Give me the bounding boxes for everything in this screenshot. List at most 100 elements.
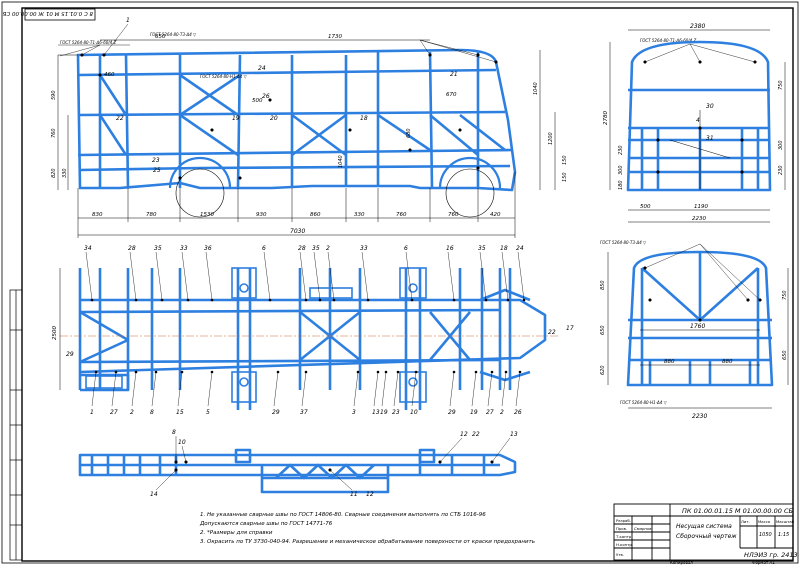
plan-leader-dot-top-6 (268, 298, 272, 302)
plan-callout-top-1: 34 (84, 245, 92, 252)
lower-callout-6: 13 (510, 431, 518, 438)
plan-leader-dot-bottom-18 (518, 370, 522, 374)
side-misc-dim-2: 670 (446, 92, 457, 98)
plan-leader-bottom-7 (273, 371, 279, 407)
doc-number: ПК 01.00.01.15 М 01.00.00.00 СБ (682, 507, 793, 515)
plan-leader-dot-bottom-8 (304, 370, 308, 374)
lower-callout-8: 12 (366, 491, 374, 498)
plan-leader-bottom-4 (151, 371, 157, 407)
front-height-dim: 2780 (603, 111, 609, 125)
side-callout-2: 22 (116, 115, 124, 122)
plan-callout-bottom-17: 2 (500, 409, 504, 416)
plan-callout-bottom-2: 27 (110, 409, 118, 416)
front-bottom-2: 1190 (694, 204, 708, 210)
plan-leader-bottom-5 (177, 371, 183, 407)
side-right-dim-5: 680 (406, 128, 412, 138)
plan-leader-dot-bottom-11 (384, 370, 388, 374)
title-line-1: Несущая система (676, 523, 732, 530)
plan-leader-dot-top-13 (484, 298, 488, 302)
lower-callout-1: 8 (172, 429, 176, 436)
plan-callout-bottom-3: 2 (130, 409, 134, 416)
plan-callout-top-6: 6 (262, 245, 266, 252)
plan-callout-top-8: 35 (312, 245, 320, 252)
title-block-text: ПК 01.00.01.15 М 01.00.00.00 СБ Несущая … (615, 507, 798, 565)
weld-note-3: ГОСТ 5264-80-Н1-Δ4 ▽ (200, 74, 248, 79)
front-leaders (643, 43, 757, 174)
plan-callout-bottom-7: 29 (272, 409, 280, 416)
plan-leader-bottom-1 (91, 371, 97, 407)
front-view-inner (669, 110, 731, 190)
plan-leader-top-15 (517, 251, 525, 301)
plan-leader-dot-top-9 (332, 298, 336, 302)
side-callout-3: 23 (152, 157, 160, 164)
plan-leader-dot-bottom-7 (276, 370, 280, 374)
front-dims (609, 29, 786, 223)
side-left-dim-2: 760 (51, 128, 57, 138)
plan-leader-dot-bottom-15 (474, 370, 478, 374)
plan-leader-bottom-9 (353, 371, 359, 407)
role-1: Разраб. (616, 518, 631, 523)
role-5: Утв. (616, 552, 624, 557)
note-line-3: 2. *Размеры для справки (200, 530, 273, 536)
plan-leader-bottom-8 (301, 371, 307, 407)
plan-callout-top-3: 35 (154, 245, 162, 252)
plan-callout-bottom-14: 29 (448, 409, 456, 416)
plan-leader-dot-bottom-2 (114, 370, 118, 374)
side-callouts: 1 22 23 25 24 26 20 19 18 21 (116, 17, 458, 174)
side-misc-dim-4: 1040 (338, 155, 344, 168)
plan-leader-dot-bottom-6 (210, 370, 214, 374)
side-leaders (59, 23, 498, 180)
role-2: Пров. (616, 526, 627, 531)
weld-note-2: ГОСТ 5264-80-Т3-Δ4 ▽ (150, 32, 197, 37)
scale-value: 1:15 (778, 532, 789, 538)
plan-leader-bottom-16 (487, 371, 493, 407)
plan-leader-top-9 (327, 251, 335, 301)
plan-leader-dot-top-8 (318, 298, 322, 302)
plan-leader-top-12 (447, 251, 455, 301)
plan-leader-top-11 (405, 251, 413, 301)
side-view-wheels (175, 168, 495, 218)
front-bottom-1: 500 (640, 204, 651, 210)
code-stamp-box: 8 С 0.01.15 М 01 Ж 00.00.00 СБ (2, 8, 96, 21)
mass-value: 1050 (759, 532, 772, 538)
plan-leader-dot-bottom-10 (376, 370, 380, 374)
plan-callout-top-13: 35 (478, 245, 486, 252)
plan-leader-bottom-3 (131, 371, 137, 407)
plan-callout-bottom-4: 8 (150, 409, 154, 416)
plan-leader-dot-top-12 (452, 298, 456, 302)
plan-leader-dot-bottom-16 (490, 370, 494, 374)
plan-side-callout-3: 17 (566, 325, 574, 332)
left-stamp-strip (9, 289, 23, 561)
side-left-dim-3: 820 (51, 168, 57, 178)
front-width-dim: 2380 (690, 23, 705, 30)
plan-leader-dot-bottom-12 (396, 370, 400, 374)
side-top-dim-1: 650 (155, 34, 166, 40)
plan-leader-top-2 (129, 251, 137, 301)
plan-view (78, 268, 547, 410)
side-callout-1: 1 (126, 17, 130, 24)
plan-leader-bottom-6 (207, 371, 213, 407)
plan-leader-dot-top-11 (410, 298, 414, 302)
plan-leader-top-1 (85, 251, 93, 301)
plan-leader-top-7 (299, 251, 307, 301)
plan-side-callouts: 29 22 17 (66, 325, 574, 358)
plan-callout-bottom-8: 37 (300, 409, 308, 416)
side-misc-dim-3: 500 (252, 98, 263, 104)
plan-leader-bottom-11 (381, 371, 387, 407)
side-total-dim: 7030 (290, 228, 305, 235)
col-head-lit: Лит. (741, 519, 750, 524)
rear-low-2: 880 (722, 359, 733, 365)
plan-callout-top-10: 33 (360, 245, 368, 252)
plan-leader-dot-bottom-1 (94, 370, 98, 374)
plan-callout-top-11: 6 (404, 245, 408, 252)
side-dim-6: 330 (354, 212, 365, 218)
plan-leader-top-6 (263, 251, 271, 301)
rear-low-1: 880 (664, 359, 675, 365)
lower-callout-4: 12 (460, 431, 468, 438)
side-callout-10: 21 (450, 71, 458, 78)
plan-leader-dot-bottom-13 (414, 370, 418, 374)
rear-inner-dim: 1760 (690, 323, 705, 330)
